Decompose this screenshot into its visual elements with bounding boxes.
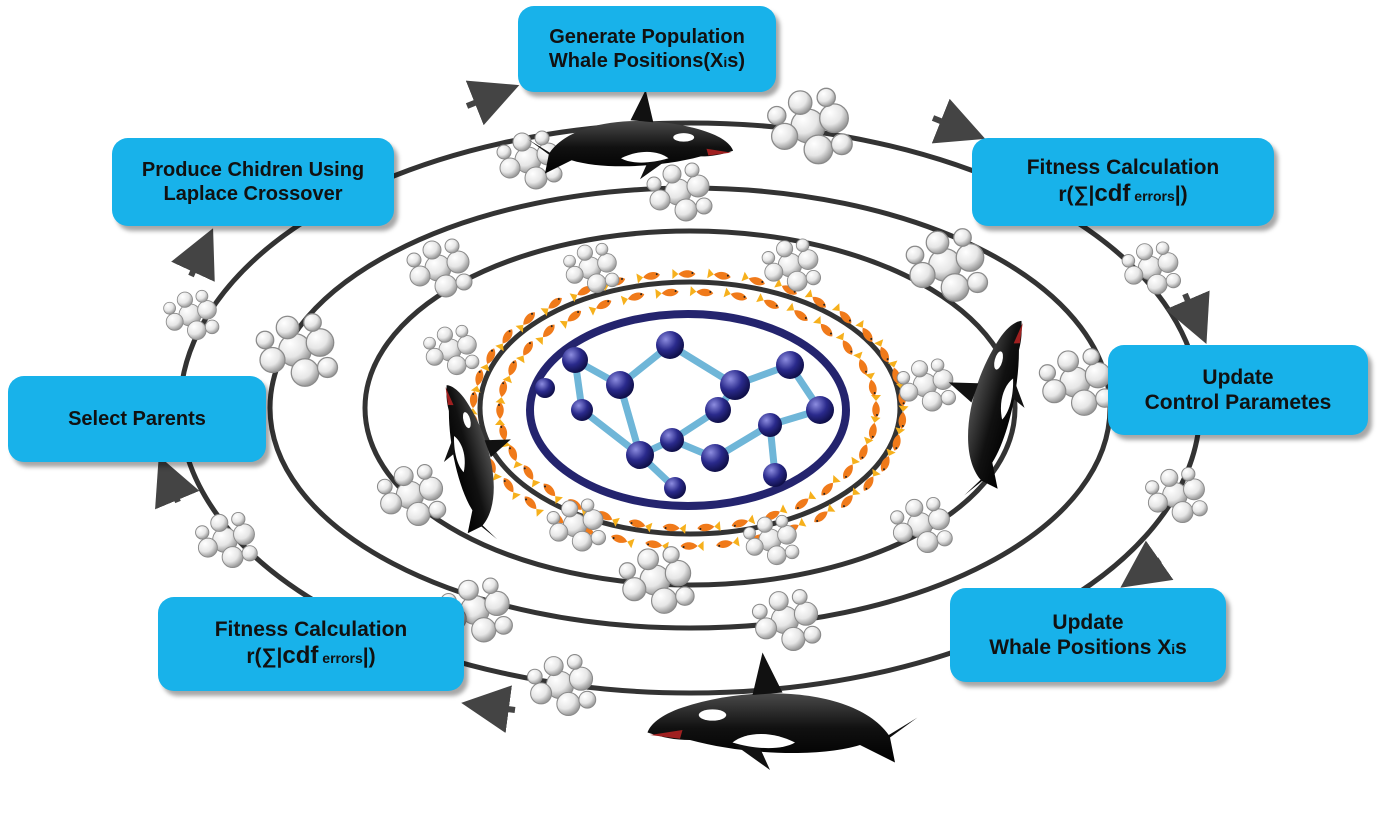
fish-icon [813,316,836,340]
step-fitness-top-formula: r(∑|cdf errors|) [1058,180,1188,208]
step-fitness-bottom-title: Fitness Calculation [214,618,408,641]
fish-icon [588,296,614,316]
fish-icon [715,536,740,551]
fish-icon [672,268,696,280]
fish-icon [855,436,874,462]
fish-icon [723,287,749,304]
fish-icon [655,286,680,299]
molecule-icon [526,310,850,510]
step-produce-subtitle: Laplace Crossover [163,183,343,205]
fish-icon [535,321,559,345]
step-update-whale-title: Update [1052,610,1124,634]
fish-icon [620,289,646,306]
fish-icon [866,416,881,441]
step-produce-title: Produce Chidren Using [141,159,365,181]
fish-icon [559,306,585,329]
step-update-control-parameters: Update Control Parametes [1108,345,1368,435]
fish-icon [689,286,714,299]
step-update-control-title: Update [1202,365,1274,389]
fish-icon [835,332,857,358]
fish-icon [495,402,505,425]
step-produce-children: Produce Chidren Using Laplace Crossover [112,138,394,226]
fish-icon [505,443,523,469]
fish-icon [609,531,635,549]
fish-icon [707,268,732,283]
inner-ring-1 [477,279,903,537]
step-select-title: Select Parents [68,408,206,430]
inner-ring-2 [362,228,1018,588]
step-fitness-bottom-formula: r(∑|cdf errors|) [246,642,376,670]
fish-icon [516,338,537,364]
fish-icon [865,372,880,398]
step-generate-title: Generate Population [549,26,745,48]
arrow-icon [155,80,1210,733]
step-update-control-subtitle: Control Parametes [1144,391,1332,414]
fish-icon [871,395,881,418]
step-generate-subtitle: Whale Positions(Xis) [548,50,746,72]
fish-icon [756,293,782,313]
fish-icon [495,379,510,404]
step-update-whale-subtitle: Whale Positions Xis [989,636,1187,659]
step-generate-population: Generate Population Whale Positions(Xis) [518,6,776,92]
step-fitness-calculation-top: Fitness Calculation r(∑|cdf errors|) [972,138,1274,226]
step-fitness-top-title: Fitness Calculation [1026,156,1220,179]
step-update-whale-positions: Update Whale Positions Xis [950,588,1226,682]
fish-icon [853,351,871,377]
step-fitness-calculation-bottom: Fitness Calculation r(∑|cdf errors|) [158,597,464,691]
fish-icon [680,540,704,552]
step-select-parents: Select Parents [8,376,266,462]
fish-icon [839,456,860,482]
fish-icon [502,358,521,384]
